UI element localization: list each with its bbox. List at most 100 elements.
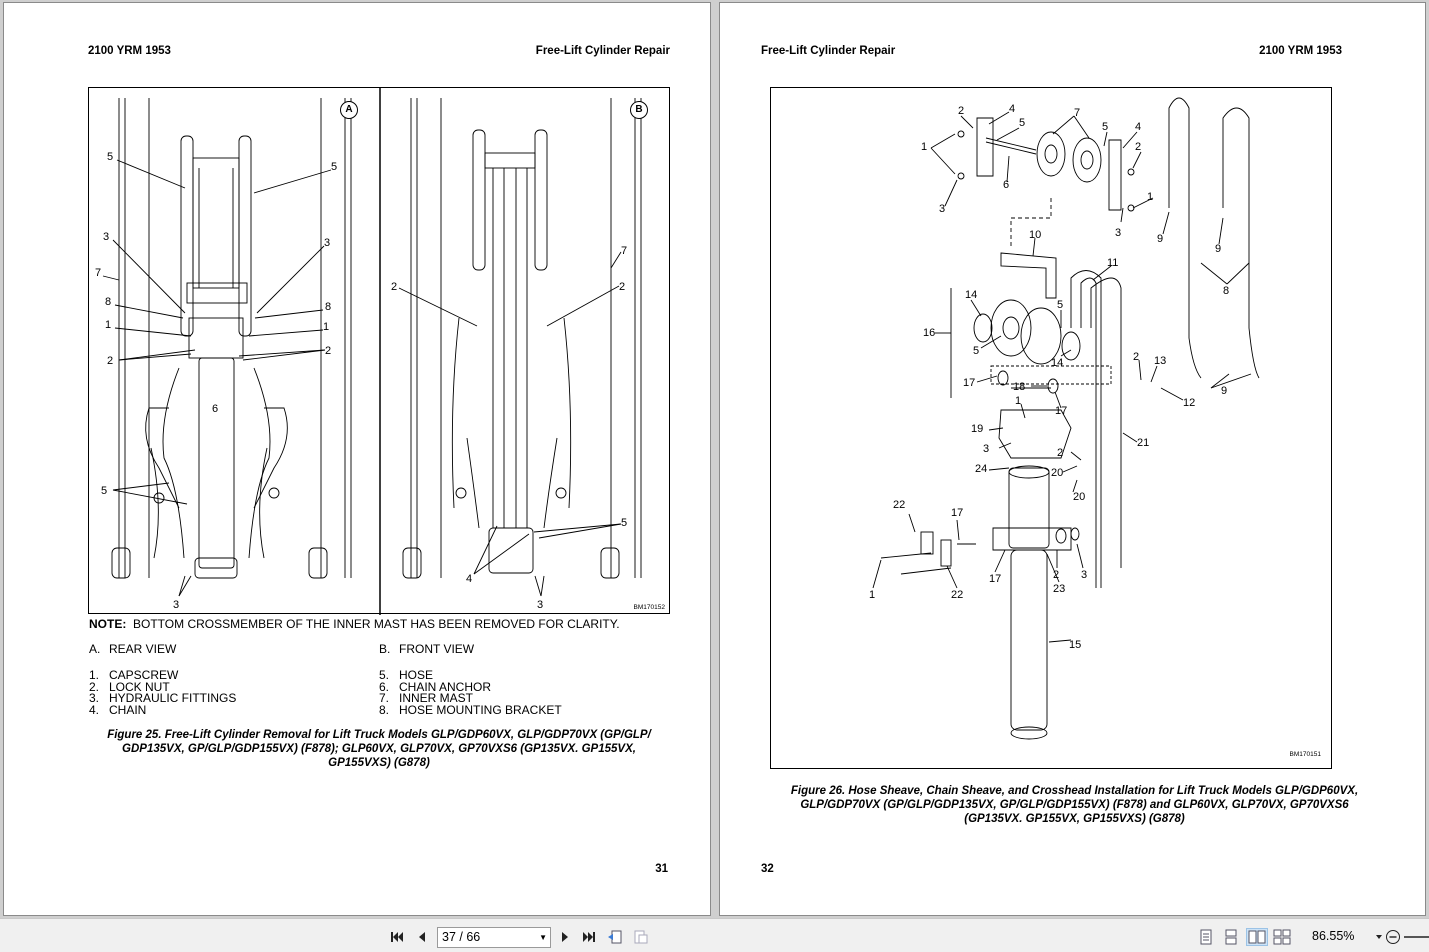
- fig26-label: 5: [1102, 121, 1108, 133]
- zoom-slider[interactable]: [1404, 936, 1429, 938]
- fig26-label: 15: [1069, 639, 1081, 651]
- zoom-level: 86.55%: [1312, 929, 1355, 943]
- fig25-label: 5: [107, 151, 113, 163]
- fig26-label: 7: [1074, 107, 1080, 119]
- fig26-label: 3: [983, 443, 989, 455]
- figure-25-callout-labels: 5 5 3 3 7 8 8 1 1 2 2 6 5 3 7 2 2 5 4 3: [95, 151, 627, 611]
- legend-item: 4.CHAIN: [89, 702, 147, 717]
- fig26-label: 17: [951, 507, 963, 519]
- fig25-label: 8: [105, 296, 111, 308]
- previous-page-icon[interactable]: [413, 928, 431, 946]
- legend-item: 3.HYDRAULIC FITTINGS: [89, 691, 237, 705]
- legend-list-col2: 5.HOSE 6.CHAIN ANCHOR 7.INNER MAST 8.HOS…: [379, 668, 562, 717]
- fig25-label: 3: [103, 231, 109, 243]
- right-header-doc-number: 2100 YRM 1953: [1259, 45, 1342, 57]
- fig25-label: 2: [391, 281, 397, 293]
- fig25-label: 5: [621, 517, 627, 529]
- legend-list-col1: 1.CAPSCREW 2.LOCK NUT 3.HYDRAULIC FITTIN…: [89, 668, 237, 717]
- fig26-label: 2: [1053, 569, 1059, 581]
- fig25-label: 7: [95, 267, 101, 279]
- fig25-label: 3: [537, 599, 543, 611]
- navigation-toolbar: 37 / 66▼ 86.55%: [0, 918, 1429, 952]
- fig25-label: 2: [325, 345, 331, 357]
- legend-view-a: A.REAR VIEW: [89, 642, 177, 656]
- legend-item: 5.HOSE: [379, 668, 434, 682]
- fig26-label: 17: [963, 377, 975, 389]
- fig26-label: 2: [1135, 141, 1141, 153]
- legend-item: 1.CAPSCREW: [89, 668, 179, 682]
- page-number: 31: [655, 863, 668, 875]
- page-number-input[interactable]: 37 / 66▼: [437, 927, 551, 948]
- fig26-label: 22: [951, 589, 963, 601]
- legend-item: 7.INNER MAST: [379, 691, 474, 705]
- note-label: NOTE:: [89, 617, 127, 631]
- figure-26-drawing: 2 4 7 5 5 4 1 2 6 1 3 3 9 9 8 10 11 14 5…: [869, 97, 1260, 740]
- fig26-label: 13: [1154, 355, 1166, 367]
- fig26-label: 5: [1057, 299, 1063, 311]
- fig25-label: 8: [325, 301, 331, 313]
- fig26-label: 4: [1135, 121, 1141, 133]
- next-page-icon[interactable]: [556, 928, 574, 946]
- fig26-label: 1: [921, 141, 927, 153]
- fig26-label: 22: [893, 499, 905, 511]
- fig26-label: 9: [1157, 233, 1163, 245]
- fig26-label: 3: [1115, 227, 1121, 239]
- view-b-callout: B: [630, 101, 648, 119]
- fig26-label: 4: [1009, 103, 1015, 115]
- continuous-view-icon[interactable]: [1222, 928, 1240, 946]
- fig26-label: 20: [1073, 491, 1085, 503]
- first-page-icon[interactable]: [388, 928, 406, 946]
- single-page-view-icon[interactable]: [1197, 928, 1215, 946]
- fig25-label: 1: [323, 321, 329, 333]
- fig26-label: 14: [1051, 357, 1063, 369]
- fig26-label: 2: [1133, 351, 1139, 363]
- legend-item: 6.CHAIN ANCHOR: [379, 679, 492, 694]
- fig25-label: 7: [621, 245, 627, 257]
- page-dropdown-icon: ▼: [539, 933, 547, 942]
- left-header-section-title: Free-Lift Cylinder Repair: [535, 45, 670, 57]
- fig26-label: 11: [1107, 257, 1118, 269]
- fig26-label: 6: [1003, 179, 1009, 191]
- figure-26-caption: Figure 26. Hose Sheave, Chain Sheave, an…: [790, 785, 1359, 825]
- legend-view-b: B.FRONT VIEW: [379, 642, 475, 656]
- zoom-out-icon[interactable]: [1384, 928, 1402, 946]
- continuous-facing-view-icon[interactable]: [1273, 928, 1291, 946]
- fig25-label: 5: [101, 485, 107, 497]
- zoom-dropdown-icon[interactable]: [1370, 928, 1388, 946]
- fig26-label: 2: [958, 105, 964, 117]
- fig25-label: 5: [331, 161, 337, 173]
- last-page-icon[interactable]: [580, 928, 598, 946]
- figure-26-callout-labels: 2 4 7 5 5 4 1 2 6 1 3 3 9 9 8 10 11 14 5…: [869, 103, 1229, 651]
- figure-25-caption: Figure 25. Free-Lift Cylinder Removal fo…: [107, 729, 651, 769]
- figure-26-code: BM170151: [1289, 751, 1321, 758]
- facing-view-icon[interactable]: [1246, 928, 1268, 946]
- fig26-label: 20: [1051, 467, 1063, 479]
- figure-25-drawing: 5 5 3 3 7 8 8 1 1 2 2 6 5 3 7 2 2 5 4 3: [95, 88, 642, 615]
- fig25-label: 1: [105, 319, 111, 331]
- page-number: 32: [761, 863, 774, 875]
- legend-item: 8.HOSE MOUNTING BRACKET: [379, 702, 562, 717]
- fig25-label: 3: [173, 599, 179, 611]
- fig26-label: 21: [1137, 437, 1149, 449]
- fig26-label: 5: [973, 345, 979, 357]
- fig26-label: 2: [1057, 447, 1063, 459]
- left-page: 2100 YRM 1953 Free-Lift Cylinder Repair: [3, 2, 711, 916]
- figure-note: NOTE: BOTTOM CROSSMEMBER OF THE INNER MA…: [89, 617, 620, 631]
- figure-26-illustration: 2 4 7 5 5 4 1 2 6 1 3 3 9 9 8 10 11 14 5…: [770, 87, 1332, 769]
- fig26-label: 8: [1223, 285, 1229, 297]
- left-header-doc-number: 2100 YRM 1953: [88, 45, 171, 57]
- previous-view-icon[interactable]: [606, 928, 624, 946]
- fig26-label: 19: [971, 423, 983, 435]
- fig26-label: 3: [1081, 569, 1087, 581]
- fig26-label: 1: [1015, 395, 1021, 407]
- fig26-label: 5: [1019, 117, 1025, 129]
- fig26-label: 16: [923, 327, 935, 339]
- fig26-label: 9: [1221, 385, 1227, 397]
- view-a-callout: A: [340, 101, 358, 119]
- figure-25-illustration: 5 5 3 3 7 8 8 1 1 2 2 6 5 3 7 2 2 5 4 3: [88, 87, 670, 615]
- figure-25-code: BM170152: [633, 604, 665, 611]
- fig26-label: 1: [869, 589, 875, 601]
- fig26-label: 24: [975, 463, 987, 475]
- next-view-icon[interactable]: [632, 928, 650, 946]
- fig26-label: 17: [989, 573, 1001, 585]
